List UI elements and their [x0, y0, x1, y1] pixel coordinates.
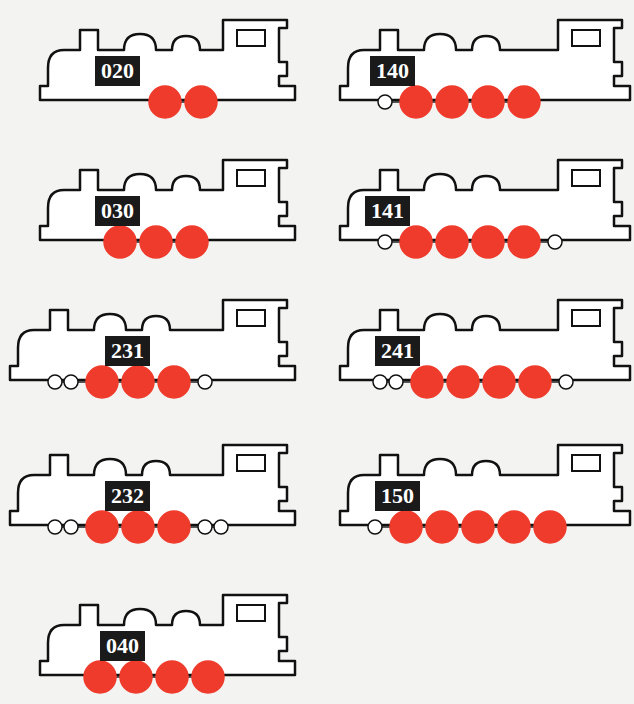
driving-wheel [400, 86, 432, 118]
driving-wheel [192, 661, 224, 693]
driving-wheel [140, 226, 172, 258]
driving-wheel [156, 661, 188, 693]
driving-wheel [390, 511, 422, 543]
cab-window [572, 30, 600, 46]
driving-wheel [158, 366, 190, 398]
class-plate: 241 [375, 336, 420, 366]
driving-wheel [519, 366, 551, 398]
cab-window [237, 170, 265, 186]
carrying-wheel [548, 235, 562, 249]
locomotive-outline [40, 160, 295, 258]
driving-wheel [508, 226, 540, 258]
cab-window [237, 30, 265, 46]
class-number: 232 [111, 483, 144, 509]
carrying-wheel [198, 375, 212, 389]
carrying-wheel [48, 375, 62, 389]
carrying-wheel [214, 520, 228, 534]
driving-wheel [122, 366, 154, 398]
carrying-wheel [378, 95, 392, 109]
cab-window [237, 455, 265, 471]
driving-wheel [447, 366, 479, 398]
driving-wheel [86, 366, 118, 398]
driving-wheel [483, 366, 515, 398]
driving-wheel [498, 511, 530, 543]
carrying-wheel [198, 520, 212, 534]
cab-window [237, 605, 265, 621]
carrying-wheel [559, 375, 573, 389]
driving-wheel [426, 511, 458, 543]
locomotive-body [40, 160, 295, 240]
driving-wheel [84, 661, 116, 693]
class-number: 140 [376, 58, 409, 84]
driving-wheel [436, 226, 468, 258]
driving-wheel [436, 86, 468, 118]
class-plate: 141 [365, 196, 410, 226]
class-plate: 150 [375, 481, 420, 511]
locomotive-outline [340, 445, 630, 543]
class-number: 020 [101, 58, 134, 84]
class-number: 241 [381, 338, 414, 364]
class-number: 141 [371, 198, 404, 224]
cab-window [572, 455, 600, 471]
class-plate: 040 [100, 631, 145, 661]
carrying-wheel [378, 235, 392, 249]
driving-wheel [472, 86, 504, 118]
locomotive-outline [40, 595, 295, 693]
driving-wheel [411, 366, 443, 398]
driving-wheel [185, 86, 217, 118]
class-number: 030 [101, 198, 134, 224]
locomotive-outline [10, 445, 295, 543]
driving-wheel [120, 661, 152, 693]
cab-window [572, 170, 600, 186]
class-plate: 140 [370, 56, 415, 86]
locomotive-outline [340, 160, 630, 258]
locomotive-body [10, 300, 295, 380]
class-number: 040 [106, 633, 139, 659]
carrying-wheel [64, 375, 78, 389]
driving-wheel [472, 226, 504, 258]
class-plate: 030 [95, 196, 140, 226]
carrying-wheel [389, 375, 403, 389]
locomotive-outline [340, 20, 630, 118]
cab-window [572, 310, 600, 326]
carrying-wheel [64, 520, 78, 534]
locomotive-outline [340, 300, 630, 398]
carrying-wheel [373, 375, 387, 389]
driving-wheel [104, 226, 136, 258]
class-number: 150 [381, 483, 414, 509]
driving-wheel [534, 511, 566, 543]
locomotive-body [10, 445, 295, 525]
locomotive-body [340, 300, 630, 380]
driving-wheel [149, 86, 181, 118]
driving-wheel [508, 86, 540, 118]
class-plate: 231 [105, 336, 150, 366]
driving-wheel [158, 511, 190, 543]
locomotive-outline [40, 20, 295, 118]
driving-wheel [86, 511, 118, 543]
locomotive-outline [10, 300, 295, 398]
driving-wheel [462, 511, 494, 543]
cab-window [237, 310, 265, 326]
carrying-wheel [48, 520, 62, 534]
driving-wheel [176, 226, 208, 258]
class-plate: 020 [95, 56, 140, 86]
carrying-wheel [368, 520, 382, 534]
class-plate: 232 [105, 481, 150, 511]
class-number: 231 [111, 338, 144, 364]
driving-wheel [400, 226, 432, 258]
driving-wheel [122, 511, 154, 543]
